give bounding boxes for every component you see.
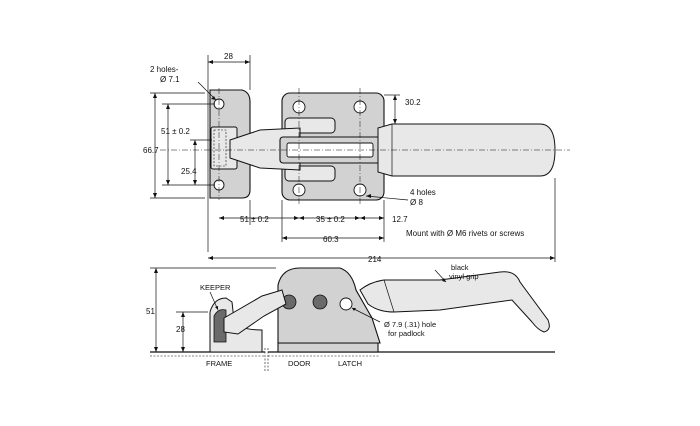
latch-base bbox=[277, 342, 379, 353]
mount-note: Mount with Ø M6 rivets or screws bbox=[406, 229, 524, 238]
dim-side-height: 51 bbox=[146, 307, 155, 316]
dim-overall-height: 66.7 bbox=[143, 146, 159, 155]
dim-overall-length: 214 bbox=[368, 255, 382, 264]
pivot-rivet-2 bbox=[312, 294, 328, 310]
dim-keeper-width: 28 bbox=[224, 52, 233, 61]
grip-label-1: black bbox=[451, 263, 469, 272]
hook-arm bbox=[223, 289, 287, 335]
dim-latch-hole-spacing: 35 ± 0.2 bbox=[316, 215, 345, 224]
padlock-label-1: Ø 7.9 (.31) hole bbox=[384, 320, 436, 329]
keeper-hidden-edge bbox=[213, 129, 227, 167]
side-handle bbox=[359, 271, 550, 333]
dim-keeper-hole-dia: Ø 7.1 bbox=[160, 75, 180, 84]
dim-keeper-height: 28 bbox=[176, 325, 185, 334]
grip-label-2: vinyl grip bbox=[449, 272, 479, 281]
dim-latch-width: 60.3 bbox=[323, 235, 339, 244]
latch-body bbox=[277, 267, 381, 344]
dim-keeper-to-latch: 51 ± 0.2 bbox=[240, 215, 269, 224]
dim-keeper-center: 25.4 bbox=[181, 167, 197, 176]
keeper-label: KEEPER bbox=[200, 283, 231, 292]
dim-latch-edge: 12.7 bbox=[392, 215, 408, 224]
handle-grip bbox=[377, 123, 556, 177]
dim-handle-dia: 30.2 bbox=[405, 98, 421, 107]
frame-label: FRAME bbox=[206, 359, 232, 368]
dim-keeper-holes: 2 holes- bbox=[150, 65, 179, 74]
dim-keeper-hole-spacing: 51 ± 0.2 bbox=[161, 127, 190, 136]
dim-latch-hole-dia: Ø 8 bbox=[410, 198, 423, 207]
dim-latch-holes: 4 holes bbox=[410, 188, 436, 197]
latch-label: LATCH bbox=[338, 359, 362, 368]
padlock-label-2: for padlock bbox=[388, 329, 425, 338]
side-view: 51 28 KEEPER black vinyl grip Ø 7.9 (.31… bbox=[146, 263, 555, 372]
arrowheads bbox=[153, 60, 555, 260]
side-arrowheads bbox=[154, 268, 446, 352]
door-label: DOOR bbox=[288, 359, 311, 368]
top-view: 28 2 holes- Ø 7.1 66.7 51 ± 0.2 25.4 30.… bbox=[143, 52, 570, 264]
padlock-hole bbox=[339, 297, 353, 311]
